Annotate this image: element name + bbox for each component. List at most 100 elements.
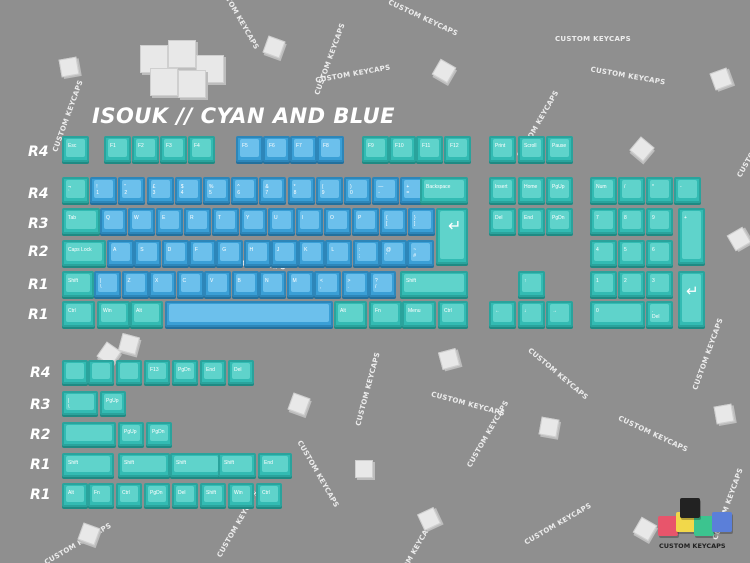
keycap: 7 [590,208,617,234]
keycap: ? / [369,271,396,297]
keycap: N [259,271,286,297]
keycap: → [546,301,573,327]
keycap [116,360,142,384]
keycap-legend: N [265,278,269,284]
keycap-legend: PgDn [150,490,163,496]
keycap: F6 [263,136,290,162]
keycap-icon [709,67,733,91]
keycap-icon [437,347,461,371]
keycap-legend: 1 [596,278,599,284]
keycap: Scroll [518,136,545,162]
keycap-legend: Fn [375,308,381,314]
keycap-legend: ¬ ` [68,184,71,196]
keycap: T [212,208,239,234]
keycap: ( 9 [315,177,343,203]
keycap-legend: ) 0 [350,184,353,196]
keycap: B [231,271,259,297]
keycap: F3 [160,136,187,162]
keycap: ↑ [518,271,545,297]
keycap: F13 [144,360,170,384]
row-label: R4 [28,144,49,160]
row-label: R3 [30,397,51,413]
keycap: Ctrl [438,301,468,327]
keycap: 6 [646,240,673,266]
keycap: - [674,177,701,203]
row-label: R4 [30,365,51,381]
keycap-legend: ~ # [413,247,417,259]
keycap-legend: H [249,247,254,253]
keycap: % 5 [203,177,230,203]
keycap-legend: End [206,367,215,373]
keycap-legend: F2 [138,143,144,149]
keycap: End [200,360,226,384]
row-label: R4 [28,186,49,202]
keycap: Print [489,136,516,162]
keycap: Ctrl [116,483,142,507]
keycap: Pause [546,136,573,162]
keycap: PgDn [146,422,172,446]
keycap-legend: Pause [552,143,567,149]
keycap: * 8 [287,177,315,203]
keycap: F7 [290,136,317,162]
keycap-legend: Alt [340,308,346,314]
keycap-legend: Menu [408,308,421,314]
keycap-legend: Q [106,215,110,221]
keycap-legend: Fn [94,490,100,496]
keycap: F10 [389,136,416,162]
watermark-text: CUSTOM KEYCAPS [354,351,382,427]
keycap: . Del [646,301,673,327]
keycap-legend: X [155,278,159,284]
keycap-icon [355,460,373,478]
keycap-legend: PgUp [552,184,565,190]
keycap-legend: E [162,215,166,221]
keycap: ^ 6 [231,177,259,203]
keycap-legend: PgDn [552,215,565,221]
keycap-legend: L [331,247,335,253]
keycap: 0 [590,301,645,327]
keycap-legend: Win [103,308,112,314]
keycap-icon [58,56,80,78]
keycap-legend: R [190,215,194,221]
keycap-legend: ↑ [524,278,527,284]
keycap [62,360,88,384]
keycap: Caps Lock [62,240,106,266]
keycap-legend: W [134,215,139,221]
watermark-text: CUSTOM KEYCAPS [616,414,690,454]
keycap: E [156,208,183,234]
keycap-legend: PgUp [124,429,137,435]
keycap: 4 [590,240,617,266]
logo-keycap [694,516,714,536]
keycap: W [128,208,155,234]
keycap: { [ [380,208,407,234]
keycap: Del [172,483,198,507]
keycap: Num [590,177,617,203]
brand-logo: CUSTOM KEYCAPS [656,498,736,556]
keycap-icon [287,392,311,416]
keycap-legend: P [358,215,362,221]
keycap-legend: " 2 [124,184,128,196]
keycap: 5 [618,240,645,266]
keycap-legend: $ 4 [180,184,184,196]
keycap: : ; [352,240,380,266]
keycap: F8 [317,136,344,162]
keycap: Shift [200,483,226,507]
keycap-legend: PgDn [152,429,165,435]
keycap-legend: 8 [624,215,627,221]
keycap-legend: ↓ [524,308,527,314]
logo-text: CUSTOM KEYCAPS [659,542,726,550]
keycap-icon [713,403,735,425]
keycap: Alt [334,301,367,327]
keycap: Esc [62,136,89,162]
keycap-legend: Del [495,215,503,221]
keycap-legend: | \ [68,398,70,410]
keycap-legend: > . [347,278,351,290]
keycap: ) 0 [344,177,371,203]
keycap-legend: } ] [414,215,416,227]
keycap-legend: Ctrl [68,308,76,314]
keycap-legend: U [274,215,278,221]
keycap-legend: Tab [68,215,77,221]
keycap: J [270,240,298,266]
keycap: Z [121,271,149,297]
keycap: PgDn [546,208,573,234]
keycap: Del [489,208,516,234]
